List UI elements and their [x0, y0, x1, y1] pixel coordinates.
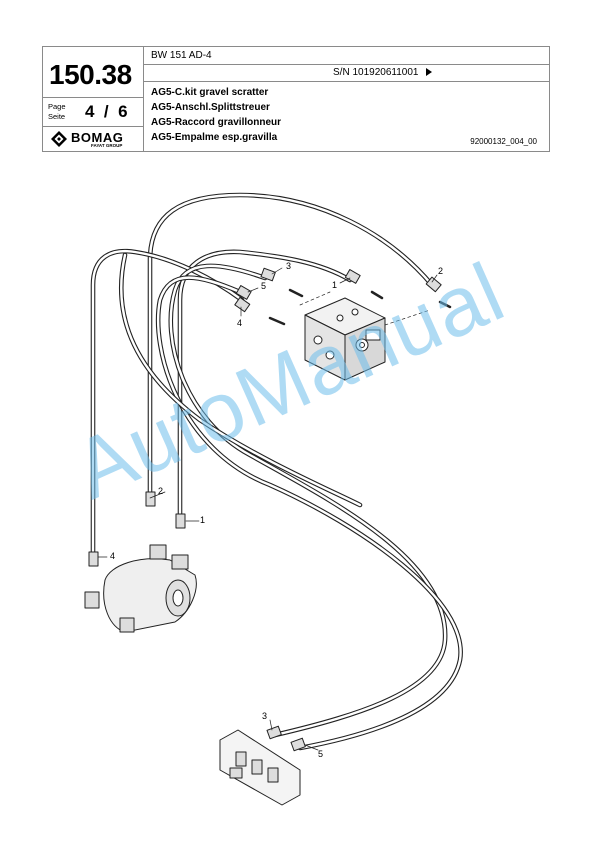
serial-number: S/N 101920611001	[333, 67, 433, 78]
hydraulic-pump	[84, 544, 197, 633]
hose-3-long	[168, 263, 448, 738]
logo-brand: BOMAG	[71, 130, 124, 145]
callout-1-lower: 1	[200, 515, 206, 525]
logo-group: FAYAT GROUP	[91, 143, 123, 148]
valve-block	[268, 288, 452, 381]
play-arrow-icon	[426, 68, 433, 76]
callout-5-lower: 5	[318, 749, 324, 759]
machine-model: BW 151 AD-4	[151, 50, 212, 61]
callout-1: 1	[332, 280, 338, 290]
callout-5: 5	[261, 281, 267, 291]
callout-3-lower: 3	[262, 711, 268, 721]
title-block: 150.38 Page Seite 4 / 6 BOMAG FAYAT GROU…	[42, 46, 550, 152]
title-en: AG5-C.kit gravel scratter	[151, 87, 269, 98]
title-es: AG5-Empalme esp.gravilla	[151, 132, 278, 143]
title-de: AG5-Anschl.Splittstreuer	[151, 102, 270, 113]
title-fr: AG5-Raccord gravillonneur	[151, 117, 282, 128]
document-reference: 92000132_004_00	[470, 137, 537, 146]
divider	[143, 64, 549, 65]
manifold-plate	[219, 729, 301, 806]
divider	[43, 97, 143, 98]
group-number: 150.38	[49, 59, 132, 90]
assembly-titles: AG5-C.kit gravel scratter AG5-Anschl.Spl…	[151, 85, 281, 145]
callout-4-lower: 4	[110, 551, 116, 561]
hose-2-long	[147, 192, 435, 503]
hose-fittings	[88, 267, 442, 752]
bomag-diamond-icon	[51, 131, 67, 147]
page-label: Page Seite	[48, 102, 66, 121]
callout-2: 2	[438, 266, 444, 276]
callout-3: 3	[286, 261, 292, 271]
divider	[43, 126, 143, 127]
callout-2-lower: 2	[158, 486, 164, 496]
hose-extra	[118, 252, 363, 508]
callout-4: 4	[237, 318, 243, 328]
bomag-logo: BOMAG FAYAT GROUP	[51, 130, 137, 148]
divider	[143, 47, 144, 151]
page-number: 4 / 6	[85, 102, 128, 121]
hose-5-long	[155, 275, 463, 751]
hose-diagram	[84, 192, 463, 806]
callout-leaders	[97, 267, 438, 751]
divider	[143, 81, 549, 82]
